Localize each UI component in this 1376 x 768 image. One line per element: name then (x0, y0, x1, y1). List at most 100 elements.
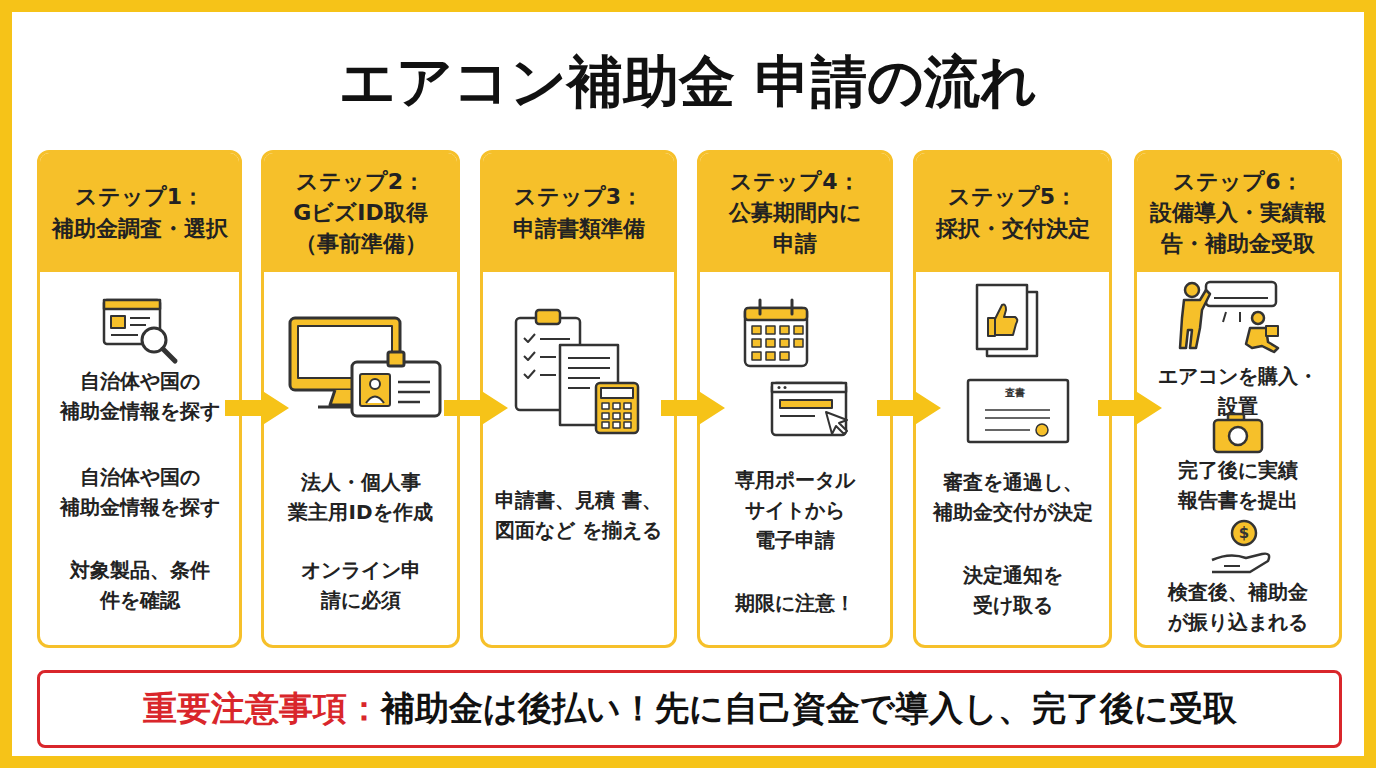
step-description: 期限に注意！ (704, 588, 886, 618)
step-header-band: ステップ1： 補助金調査・選択 (40, 153, 239, 272)
documents-icon (516, 310, 638, 433)
step-heading: ステップ6： 設備導入・実績報 告・補助金受取 (1143, 166, 1333, 260)
calendar-portal-icon-part-part (752, 339, 761, 347)
step-description: 専用ポータル サイトから 電子申請 (704, 465, 886, 555)
documents-icon-part (568, 357, 610, 359)
step-card: ステップ4： 公募期間内に 申請専用ポータル サイトから 電子申請期限に注意！ (697, 150, 893, 648)
approval-icon-part (988, 318, 995, 336)
calendar-portal-icon-part-part (766, 352, 775, 360)
calendar-portal-icon-part-part (780, 326, 789, 334)
approval-icon-part (968, 380, 1068, 442)
search-icon-part (111, 334, 138, 336)
step-description: 完了後に実績 報告書を提出 (1141, 455, 1335, 515)
documents-icon-part (540, 374, 556, 376)
monitor-id-icon-part (298, 326, 392, 378)
calendar-portal-icon-part-part (780, 339, 789, 347)
approval-icon-part (995, 305, 1017, 335)
step-card: ステップ5： 採択・交付決定審査を通過し、 補助金交付が決定決定通知を 受け取る (913, 150, 1112, 648)
search-icon-part (142, 328, 166, 352)
step-description: オンライン申 請に必須 (268, 555, 453, 615)
monitor-id-icon-part (398, 381, 430, 384)
step-description: 法人・個人事 業主用IDを作成 (268, 467, 453, 527)
calendar-portal-icon-part-part (780, 352, 789, 360)
calendar-portal-icon-part-part (752, 352, 761, 360)
step-card: ステップ1： 補助金調査・選択自治体や国の 補助金情報を探す自治体や国の 補助金… (37, 150, 242, 648)
calendar-portal-icon-part (778, 386, 781, 389)
warning-label: 重要注意事項： (143, 686, 381, 732)
search-icon-part (111, 316, 125, 328)
calendar-portal-icon-part-part (794, 339, 803, 347)
documents-icon-part (536, 310, 560, 324)
monitor-id-icon (290, 318, 440, 416)
step-heading: ステップ1： 補助金調査・選択 (46, 181, 233, 243)
calendar-portal-icon-part-part (752, 326, 761, 334)
documents-icon-part (568, 377, 600, 379)
diagram-title: エアコン補助金 申請の流れ (0, 50, 1376, 114)
step-header-band: ステップ4： 公募期間内に 申請 (700, 153, 890, 272)
step-card: ステップ2： GビズID取得 （事前準備） 法人・個人事 業主用IDを作成オンライ… (261, 150, 460, 648)
install-report-icon-part (1228, 414, 1244, 422)
step-heading: ステップ4： 公募期間内に 申請 (706, 166, 884, 260)
step-description: エアコンを購入・ 設置 (1141, 361, 1335, 421)
documents-icon-part (568, 367, 610, 369)
step-header-band: ステップ2： GビズID取得 （事前準備） (264, 153, 457, 272)
install-report-icon-part (1266, 326, 1278, 336)
flow-arrow (893, 400, 913, 416)
calendar-portal-icon (745, 300, 847, 435)
flow-arrow (677, 400, 697, 416)
calendar-portal-icon-part (780, 415, 815, 417)
flow-arrow (242, 400, 261, 416)
warning-box: 重要注意事項：補助金は後払い！先に自己資金で導入し、完了後に受取 (37, 670, 1342, 748)
documents-icon-part (602, 413, 609, 419)
documents-icon-part (602, 403, 609, 409)
calendar-portal-icon-part (772, 383, 846, 435)
calendar-portal-icon-part (752, 326, 803, 360)
install-report-icon-part (1232, 521, 1256, 545)
search-icon-part (163, 349, 175, 361)
install-report-icon-part (1223, 312, 1257, 322)
step-description: 自治体や国の 補助金情報を探す (44, 462, 235, 522)
calendar-portal-icon-part (784, 386, 787, 389)
search-icon-part (104, 300, 160, 309)
approval-icon-part (987, 292, 1037, 356)
approval-icon-part (985, 409, 1050, 411)
documents-icon-part (624, 413, 631, 419)
documents-icon-part (516, 318, 580, 410)
install-report-icon-part (1229, 427, 1247, 445)
documents-icon-part (560, 345, 618, 425)
documents-icon-part (524, 334, 535, 378)
documents-icon-part (624, 422, 631, 428)
documents-icon-part (568, 387, 590, 389)
step-description: 審査を通過し、 補助金交付が決定 (920, 467, 1105, 527)
calendar-portal-icon-part (745, 308, 807, 366)
monitor-id-icon-part (388, 352, 404, 366)
flow-arrow (1112, 400, 1134, 416)
documents-icon-part (540, 356, 556, 358)
documents-icon-part (624, 403, 631, 409)
monitor-id-icon-part (330, 390, 360, 405)
calendar-portal-icon-part (745, 308, 807, 320)
calendar-portal-icon-part (826, 412, 847, 434)
documents-icon-part (596, 383, 638, 433)
step-header-band: ステップ5： 採択・交付決定 (916, 153, 1109, 272)
calendar-portal-icon-part (772, 383, 846, 392)
calendar-portal-icon-part (780, 400, 832, 408)
calendar-portal-icon-part (759, 300, 762, 314)
flow-arrow (460, 400, 480, 416)
install-report-icon-part (1185, 283, 1199, 297)
documents-icon-part (613, 413, 620, 419)
approval-icon (968, 285, 1068, 442)
documents-icon-part (613, 403, 620, 409)
step-description: 申請書、見積 書、図面など を揃える (487, 485, 670, 545)
warning-text: 補助金は後払い！先に自己資金で導入し、完了後に受取 (381, 686, 1237, 732)
monitor-id-icon-part (370, 379, 380, 389)
documents-icon-part (540, 338, 570, 340)
install-report-icon-part (1224, 565, 1240, 567)
step-description: 自治体や国の 補助金情報を探す (44, 366, 235, 426)
step-description: 検査後、補助金 が振り込まれる (1141, 577, 1335, 637)
documents-icon-part (601, 388, 633, 398)
monitor-id-icon-part (318, 406, 372, 409)
calendar-portal-icon-part (791, 300, 794, 314)
approval-icon-part (985, 429, 1030, 431)
approval-icon-part (1036, 424, 1048, 436)
